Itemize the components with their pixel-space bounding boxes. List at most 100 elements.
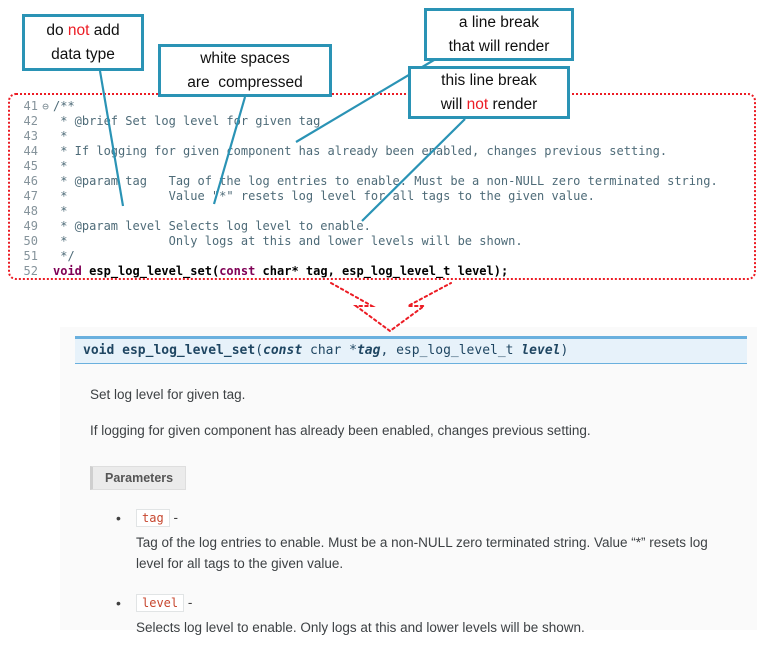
- signature-token: (: [255, 343, 264, 358]
- parameter-head: level -: [136, 593, 745, 612]
- doc-paragraph-brief: Set log level for given tag.: [90, 387, 246, 402]
- parameter-description: Tag of the log entries to enable. Must b…: [136, 534, 708, 572]
- line-number: 42: [23, 114, 38, 128]
- callout-line: do not add: [25, 19, 141, 43]
- callout-text: will: [440, 95, 467, 113]
- callout-text: data type: [51, 45, 115, 63]
- code-line: 46 * @param tag Tag of the log entries t…: [12, 174, 754, 189]
- fold-spacer: [38, 249, 53, 264]
- code-text: * If logging for given component has alr…: [53, 144, 667, 159]
- code-text: * @param level Selects log level to enab…: [53, 219, 371, 234]
- parameters-list: • tag - Tag of the log entries to enable. …: [90, 508, 745, 639]
- code-lines: 41⊖/**42 * @brief Set log level for give…: [12, 99, 754, 278]
- line-number: 52: [23, 264, 38, 278]
- callout-text: this line break: [441, 71, 537, 89]
- code-line: 49 * @param level Selects log level to e…: [12, 219, 754, 234]
- parameter-item: • tag - Tag of the log entries to enable. …: [116, 508, 745, 575]
- code-text: void esp_log_level_set(const char* tag, …: [53, 264, 509, 278]
- code-text: * Value "*" resets log level for all tag…: [53, 189, 595, 204]
- code-line: 45 *: [12, 159, 754, 174]
- code-token: char* tag, esp_log_level_t level);: [255, 264, 509, 278]
- line-number: 44: [23, 144, 38, 158]
- signature-token: level: [521, 343, 561, 358]
- signature-token: , esp_log_level_t: [380, 343, 522, 358]
- fold-toggle-icon[interactable]: ⊖: [42, 100, 49, 113]
- code-line: 48 *: [12, 204, 754, 219]
- code-text: * Only logs at this and lower levels wil…: [53, 234, 523, 249]
- callout-text: a line break: [458, 13, 540, 31]
- code-line: 42 * @brief Set log level for given tag: [12, 114, 754, 129]
- line-number: 47: [23, 189, 38, 203]
- callout-text: are compressed: [187, 73, 303, 91]
- callout-line: a line break: [427, 11, 571, 35]
- dash: -: [184, 594, 193, 610]
- code-text: *: [53, 204, 67, 219]
- rendered-docs-panel: void esp_log_level_set(const char *tag, …: [60, 327, 757, 635]
- code-text: /**: [53, 99, 75, 114]
- callout-line: will not render: [411, 93, 567, 117]
- parameter-name-badge: tag: [136, 508, 170, 527]
- callout-text: white spaces: [200, 49, 290, 67]
- callout-line: this line break: [411, 69, 567, 93]
- code-token: esp_log_level_set: [89, 264, 212, 278]
- parameter-description: Selects log level to enable. Only logs a…: [136, 619, 585, 635]
- code-token: void: [53, 264, 82, 278]
- flow-arrow-icon: [330, 282, 452, 333]
- code-line: 47 * Value "*" resets log level for all …: [12, 189, 754, 204]
- code-text: */: [53, 249, 75, 264]
- callout-do-not-add-data-type: do not add data type: [22, 14, 144, 71]
- bullet-icon: •: [116, 509, 121, 526]
- code-editor-snippet: 41⊖/**42 * @brief Set log level for give…: [8, 93, 756, 280]
- callout-text: add: [89, 21, 120, 39]
- code-token: const: [219, 264, 256, 278]
- parameter-head: tag -: [136, 508, 745, 527]
- line-number: 48: [23, 204, 38, 218]
- callout-white-spaces-compressed: white spaces are compressed: [158, 44, 332, 97]
- code-text: *: [53, 159, 67, 174]
- callout-text: render: [488, 95, 538, 113]
- code-token: * If logging for given component has alr…: [53, 144, 668, 158]
- code-line: 43 *: [12, 129, 754, 144]
- fold-spacer: [38, 234, 53, 249]
- signature-token: [114, 343, 122, 358]
- code-line: 41⊖/**: [12, 99, 754, 114]
- line-number: 46: [23, 174, 38, 188]
- code-line: 50 * Only logs at this and lower levels …: [12, 234, 754, 249]
- signature-token: void: [83, 343, 115, 358]
- line-number: 50: [23, 234, 38, 248]
- code-text: * @brief Set log level for given tag: [53, 114, 320, 129]
- line-number: 43: [23, 129, 38, 143]
- code-token: * Only logs at this and lower levels wil…: [53, 234, 523, 248]
- code-token: /**: [53, 99, 75, 113]
- fold-spacer: [38, 189, 53, 204]
- signature-token: ): [560, 343, 569, 358]
- signature-token: tag: [356, 343, 381, 358]
- code-token: *: [53, 204, 68, 218]
- callout-line-break-renders: a line break that will render: [424, 8, 574, 61]
- fold-spacer: [38, 264, 53, 278]
- code-line: 51 */: [12, 249, 754, 264]
- callout-line: that will render: [427, 35, 571, 59]
- fold-spacer: [38, 174, 53, 189]
- doc-paragraph-details: If logging for given component has alrea…: [90, 423, 591, 439]
- callout-text: do: [46, 21, 68, 39]
- line-number: 51: [23, 249, 38, 263]
- function-signature: void esp_log_level_set(const char *tag, …: [75, 336, 747, 364]
- emphasis-not: not: [466, 95, 489, 113]
- emphasis-not: not: [67, 21, 90, 39]
- dash: -: [169, 509, 178, 525]
- code-text: * @param tag Tag of the log entries to e…: [53, 174, 717, 189]
- parameters-label: Parameters: [90, 465, 187, 490]
- signature-text: void esp_log_level_set(const char *tag, …: [83, 343, 568, 358]
- code-token: *: [53, 129, 68, 143]
- parameter-name-badge: level: [136, 593, 185, 612]
- code-line: 44 * If logging for given component has …: [12, 144, 754, 159]
- parameter-body: level - Selects log level to enable. Only…: [136, 593, 745, 639]
- callout-line: are compressed: [161, 71, 329, 95]
- code-line: 52 void esp_log_level_set(const char* tag…: [12, 264, 754, 278]
- callout-line: white spaces: [161, 47, 329, 71]
- callout-line: data type: [25, 43, 141, 67]
- code-token: (: [211, 264, 220, 278]
- code-token: * Value "*" resets log level for all tag…: [53, 189, 595, 203]
- code-token: */: [53, 249, 75, 263]
